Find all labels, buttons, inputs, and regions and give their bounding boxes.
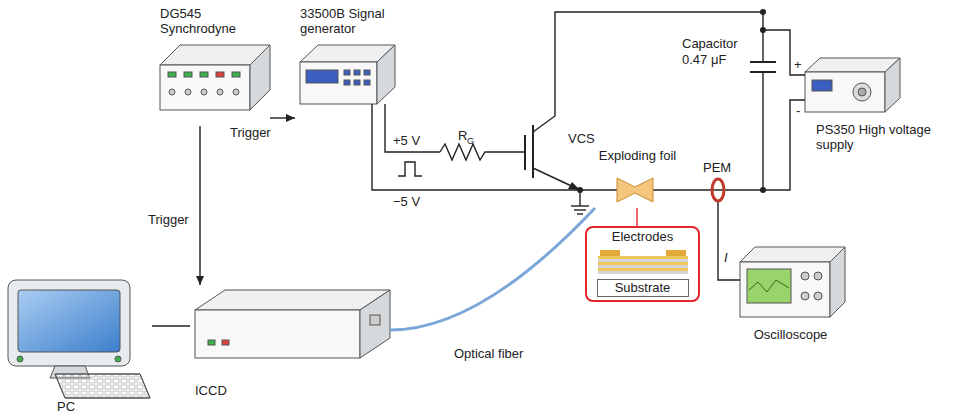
substrate-box: Substrate xyxy=(597,279,689,297)
resistor-name: R xyxy=(458,128,467,143)
device-label: PC xyxy=(57,399,75,414)
delay-generator-device xyxy=(160,45,270,110)
signal-connector xyxy=(199,126,200,285)
device-label: 33500B Signal generator xyxy=(300,6,405,36)
foil-inset-callout: ElectrodesSubstrate xyxy=(585,226,700,302)
device-label-group: DG545 Synchrodyne xyxy=(150,6,270,126)
exploding-foil-bowtie xyxy=(617,178,653,202)
signal-connector xyxy=(152,325,190,326)
device-label: Exploding foil xyxy=(599,148,676,163)
terminal-polarity: + xyxy=(794,57,802,72)
signal-level: −5 V xyxy=(393,194,420,209)
connector-label: Optical fiber xyxy=(452,346,525,361)
foil-layer-stack xyxy=(598,250,688,274)
device-label-group: ICCD xyxy=(190,285,390,398)
device-label-group: Oscilloscope xyxy=(728,240,853,342)
device-label: DG545 Synchrodyne xyxy=(160,6,255,36)
pem-coil xyxy=(712,179,724,201)
signal-generator-device xyxy=(300,45,395,104)
connector-label: Trigger xyxy=(146,212,191,227)
circuit-wires xyxy=(372,12,805,280)
device-label: PS350 High voltage supply xyxy=(816,122,956,152)
device-label-group: 33500B Signal generator xyxy=(295,6,411,121)
component-name: Capacitor xyxy=(682,36,738,51)
foil-element: Exploding foil xyxy=(585,148,690,208)
resistor-subscript: G xyxy=(467,136,474,147)
computer-device xyxy=(8,280,150,398)
device-label: Oscilloscope xyxy=(754,327,828,342)
component-value: 0.47 μF xyxy=(682,52,726,67)
device-label: ICCD xyxy=(195,383,227,398)
sensor-name: PEM xyxy=(703,160,731,175)
junction-dots xyxy=(577,9,766,193)
signal-name: I xyxy=(724,250,728,265)
high-voltage-supply-device xyxy=(805,58,900,112)
connector-label: Trigger xyxy=(228,125,273,140)
signal-connector xyxy=(636,208,637,226)
device-label-group: PC xyxy=(2,272,152,414)
iccd-camera-device xyxy=(195,290,390,358)
terminal-polarity: - xyxy=(796,103,800,118)
switch-name: VCS xyxy=(568,131,595,146)
part-label: Electrodes xyxy=(612,229,673,244)
signal-level: +5 V xyxy=(393,133,420,148)
optical-fiber xyxy=(390,208,595,330)
oscilloscope-device xyxy=(740,247,845,317)
device-label-group: PS350 High voltage supply xyxy=(798,52,957,152)
signal-connector xyxy=(270,117,295,118)
